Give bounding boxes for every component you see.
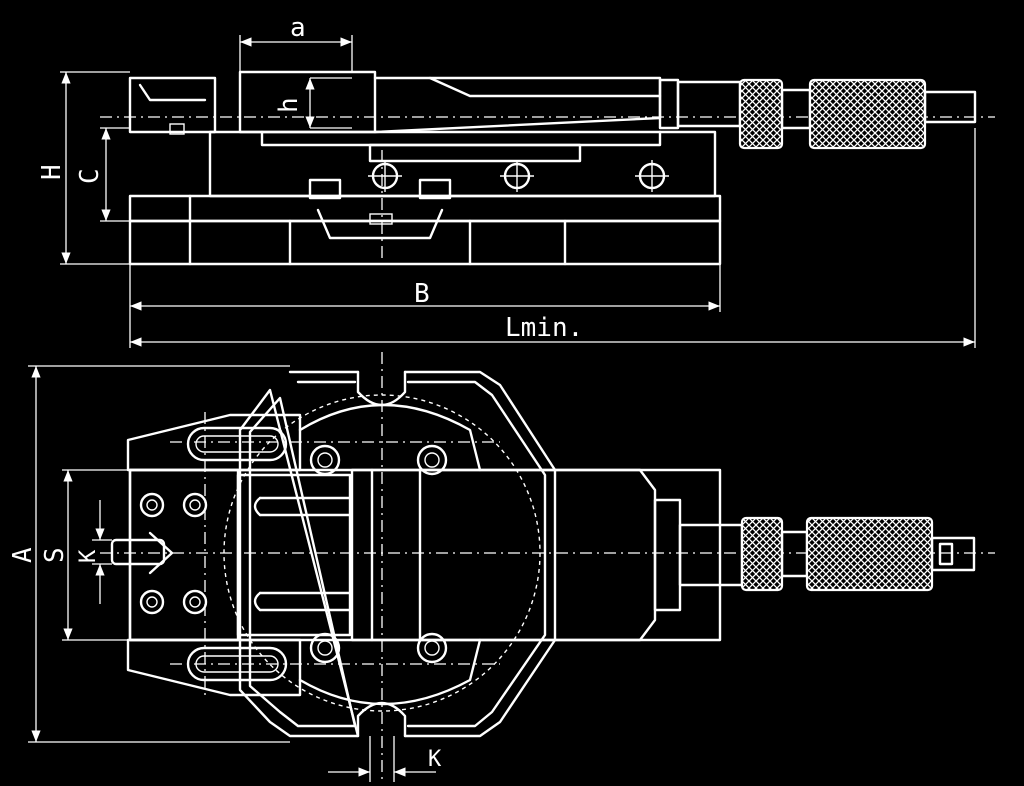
dim-label-H: H — [37, 164, 67, 180]
screw-icon — [309, 444, 341, 476]
dim-label-B: B — [414, 279, 430, 309]
side-view: a h H C B Lmin. — [37, 13, 995, 348]
dim-label-A: A — [8, 547, 38, 563]
dim-label-S: S — [40, 547, 70, 563]
screw-icon — [182, 589, 208, 615]
dim-label-C: C — [75, 168, 105, 184]
dim-label-k-bottom: K — [428, 747, 442, 772]
dim-label-k-left: K — [76, 549, 101, 563]
screw-icon — [368, 160, 402, 192]
dim-label-h: h — [274, 97, 304, 113]
screw-icon — [635, 160, 669, 192]
screw-icon — [500, 160, 534, 192]
dim-label-a: a — [290, 13, 306, 43]
screw-icon — [139, 589, 165, 615]
screw-icon — [182, 492, 208, 518]
top-view: A S K K — [8, 352, 995, 782]
screw-icon — [309, 632, 341, 664]
screw-icon — [416, 632, 448, 664]
screw-icon — [416, 444, 448, 476]
dim-label-lmin: Lmin. — [505, 313, 583, 343]
screw-icon — [139, 492, 165, 518]
